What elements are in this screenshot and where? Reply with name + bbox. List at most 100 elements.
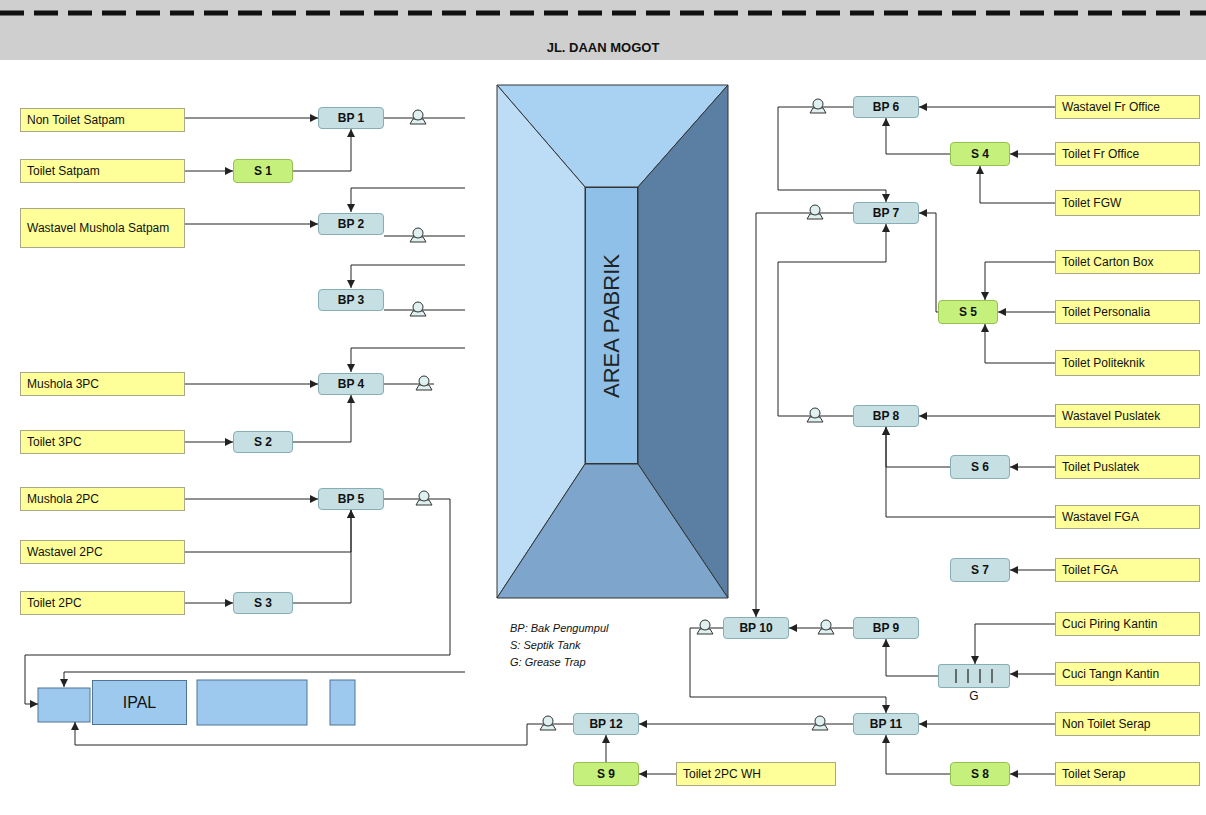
node-text: Mushola 2PC	[27, 492, 99, 506]
flow-connector	[886, 639, 938, 676]
collecting-tank: BP 6	[853, 96, 919, 118]
flow-connector	[185, 499, 318, 500]
pump-symbol	[416, 376, 432, 390]
flow-connector	[985, 262, 1055, 300]
node-text: Toilet FGW	[1062, 196, 1121, 210]
factory-illustration	[497, 85, 728, 598]
source-box: Cuci Piring Kantin	[1055, 612, 1200, 636]
node-text: Cuci Tangn Kantin	[1062, 667, 1159, 681]
septic-tank: S 6	[950, 455, 1010, 479]
node-text: Toilet 2PC WH	[683, 767, 761, 781]
node-text: S 6	[971, 460, 989, 474]
source-box: Toilet 2PC WH	[676, 762, 836, 786]
flow-connector	[886, 427, 1055, 517]
source-box: Toilet 3PC	[20, 430, 185, 454]
node-text: BP 11	[870, 717, 902, 731]
node-text: S 4	[971, 147, 989, 161]
pump-symbol	[807, 205, 823, 219]
septic-tank: S 7	[950, 558, 1010, 582]
flow-connector	[778, 107, 886, 202]
flow-connector	[980, 166, 1055, 203]
node-text: Mushola 3PC	[27, 377, 99, 391]
flow-connector	[756, 213, 853, 617]
node-text: Wastavel FGA	[1062, 510, 1139, 524]
flow-connector	[293, 510, 351, 603]
pump-symbol	[540, 716, 556, 730]
pump-symbol	[697, 620, 713, 634]
flow-connector	[293, 395, 351, 442]
septic-tank: S 1	[233, 159, 293, 183]
node-text: BP 5	[338, 492, 364, 506]
grease-trap: G	[938, 664, 1010, 688]
flow-connector	[985, 324, 1055, 363]
node-text: S 5	[959, 305, 977, 319]
node-text: BP 10	[739, 621, 772, 635]
source-box: Toilet Satpam	[20, 159, 185, 183]
septic-tank: S 9	[573, 762, 639, 786]
node-text: S 7	[971, 563, 989, 577]
source-box: Cuci Tangn Kantin	[1055, 662, 1200, 686]
node-text: Toilet Puslatek	[1062, 460, 1139, 474]
flow-connector	[639, 774, 676, 775]
pump-symbol	[810, 99, 826, 113]
flow-connector	[293, 129, 351, 171]
pump-symbol	[410, 110, 426, 124]
node-text: Non Toilet Satpam	[27, 113, 125, 127]
flow-connector	[998, 312, 1055, 313]
source-box: Wastavel FGA	[1055, 505, 1200, 529]
flow-connector	[919, 107, 1055, 108]
node-text: BP 7	[873, 206, 899, 220]
collecting-tank: BP 7	[853, 202, 919, 224]
pump-symbol	[410, 228, 426, 242]
node-text: BP 8	[873, 409, 899, 423]
legend-note: BP: Bak Pengumpul	[510, 622, 608, 634]
septic-tank: S 4	[950, 142, 1010, 166]
flow-connector	[185, 603, 233, 604]
collecting-tank: BP 10	[723, 617, 789, 639]
flow-connector	[1010, 154, 1055, 155]
flow-connector	[886, 118, 950, 154]
node-text: Wastavel Puslatek	[1062, 409, 1160, 423]
node-text: S 9	[597, 767, 615, 781]
node-text: Toilet Personalia	[1062, 305, 1150, 319]
source-box: Toilet Fr Office	[1055, 142, 1200, 166]
node-text: S 1	[254, 164, 272, 178]
node-text: Toilet Fr Office	[1062, 147, 1139, 161]
flow-connector	[789, 628, 853, 629]
node-text: S 8	[971, 767, 989, 781]
source-box: Toilet Puslatek	[1055, 455, 1200, 479]
septic-tank: S 8	[950, 762, 1010, 786]
flow-connector	[1010, 467, 1055, 468]
node-text: BP 2	[338, 217, 364, 231]
road-band	[0, 0, 1206, 60]
node-text: Toilet Politeknik	[1062, 356, 1145, 370]
source-box: Non Toilet Satpam	[20, 108, 185, 132]
pump-symbol	[812, 716, 828, 730]
node-text: Toilet 2PC	[27, 596, 82, 610]
node-text: AREA PABRIK	[605, 254, 619, 398]
source-box: Wastavel Mushola Satpam	[20, 208, 185, 248]
flow-connector	[778, 224, 886, 416]
node-text: BP 6	[873, 100, 899, 114]
flow-connector	[690, 628, 886, 713]
legend-note: S: Septik Tank	[510, 639, 581, 651]
flow-connector	[919, 213, 938, 312]
node-text: Toilet Serap	[1062, 767, 1125, 781]
collecting-tank: BP 11	[853, 713, 919, 735]
collecting-tank: BP 1	[318, 107, 384, 129]
node-text: Toilet Satpam	[27, 164, 100, 178]
node-text: S 3	[254, 596, 272, 610]
street-name: JL. DAAN MOGOT	[547, 40, 660, 55]
flow-connector	[606, 735, 607, 762]
road-marking	[0, 11, 1206, 16]
source-box: Mushola 3PC	[20, 372, 185, 396]
grease-trap-body	[938, 664, 1010, 688]
flow-connector	[185, 224, 318, 225]
collecting-tank: BP 5	[318, 488, 384, 510]
flow-connector	[185, 384, 318, 385]
collecting-tank: BP 12	[573, 713, 639, 735]
flow-connector	[919, 724, 1055, 725]
flow-connector	[919, 416, 1055, 417]
source-box: Non Toilet Serap	[1055, 712, 1200, 736]
source-box: Toilet Carton Box	[1055, 250, 1200, 274]
